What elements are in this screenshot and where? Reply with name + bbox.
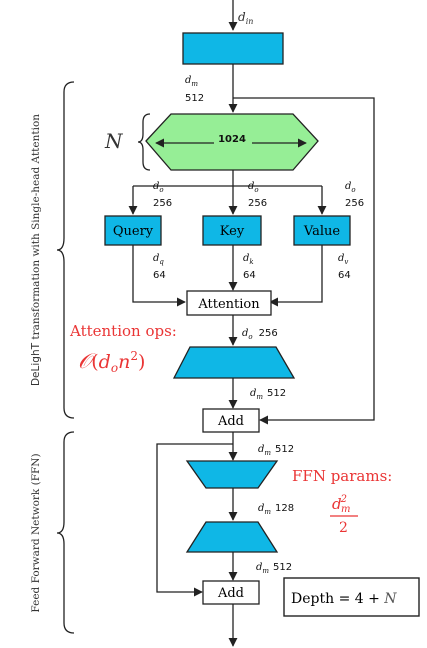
value-block bbox=[293, 215, 351, 246]
attention-ops-formula: 𝒪(don2) bbox=[78, 349, 145, 375]
value-to-attention bbox=[269, 245, 323, 307]
value-label: Value bbox=[303, 224, 340, 239]
dk-value: 64 bbox=[243, 270, 256, 281]
n-label: N bbox=[104, 129, 124, 153]
dv-value: 64 bbox=[338, 270, 351, 281]
output-projection-trapezoid bbox=[172, 346, 296, 379]
dm-label-top: dm bbox=[185, 75, 198, 88]
ffn-params-title: FFN params: bbox=[292, 467, 392, 485]
dk-label: dk bbox=[243, 253, 254, 266]
key-label: Key bbox=[220, 224, 245, 239]
do-value-key: 256 bbox=[248, 198, 267, 209]
do-value-value: 256 bbox=[345, 198, 364, 209]
do-value-query: 256 bbox=[153, 198, 172, 209]
expansion-hexagon bbox=[145, 113, 319, 171]
add-label-2: Add bbox=[217, 586, 244, 601]
do-label-value: do bbox=[345, 181, 356, 194]
connectors bbox=[128, 0, 375, 647]
hex-width-label: 1024 bbox=[218, 134, 246, 145]
query-to-attention bbox=[132, 245, 186, 307]
ffn-brace bbox=[56, 431, 75, 634]
dv-label: dv bbox=[338, 253, 348, 266]
delight-brace bbox=[56, 81, 75, 419]
residual-connection-1 bbox=[233, 97, 375, 425]
do-label-query: do bbox=[153, 181, 164, 194]
depth-text: Depth = 4 + N bbox=[291, 591, 397, 607]
add-label-1: Add bbox=[217, 414, 244, 429]
ffn-side-label: Feed Forward Network (FFN) bbox=[30, 453, 42, 612]
d-in-label: din bbox=[238, 10, 253, 26]
query-label: Query bbox=[113, 224, 154, 239]
dq-label: dq bbox=[153, 253, 164, 266]
dq-value: 64 bbox=[153, 270, 166, 281]
dimension-labels: din dm 512 do 256 do 256 do 256 dq 64 dk… bbox=[153, 10, 364, 575]
do-label-key: do bbox=[248, 181, 259, 194]
dm-value-top: 512 bbox=[185, 93, 204, 104]
ffn-expand-trapezoid bbox=[185, 521, 279, 553]
attention-label: Attention bbox=[197, 297, 260, 312]
residual-connection-2 bbox=[156, 443, 233, 597]
add-block-1 bbox=[202, 408, 260, 433]
query-block bbox=[104, 215, 162, 246]
depth-box bbox=[283, 577, 420, 617]
qkv-group: Query Key Value bbox=[104, 215, 351, 246]
key-block bbox=[202, 215, 262, 246]
delight-side-label: DeLighT transformation with Single-head … bbox=[30, 114, 42, 386]
n-brace bbox=[137, 113, 151, 171]
input-projection-block bbox=[182, 32, 284, 65]
attention-block bbox=[186, 290, 272, 316]
ffn-reduce-trapezoid bbox=[185, 460, 279, 489]
ffn-formula-denominator: 2 bbox=[339, 520, 348, 536]
add-block-2 bbox=[202, 580, 260, 605]
attention-ops-title: Attention ops: bbox=[69, 322, 177, 340]
